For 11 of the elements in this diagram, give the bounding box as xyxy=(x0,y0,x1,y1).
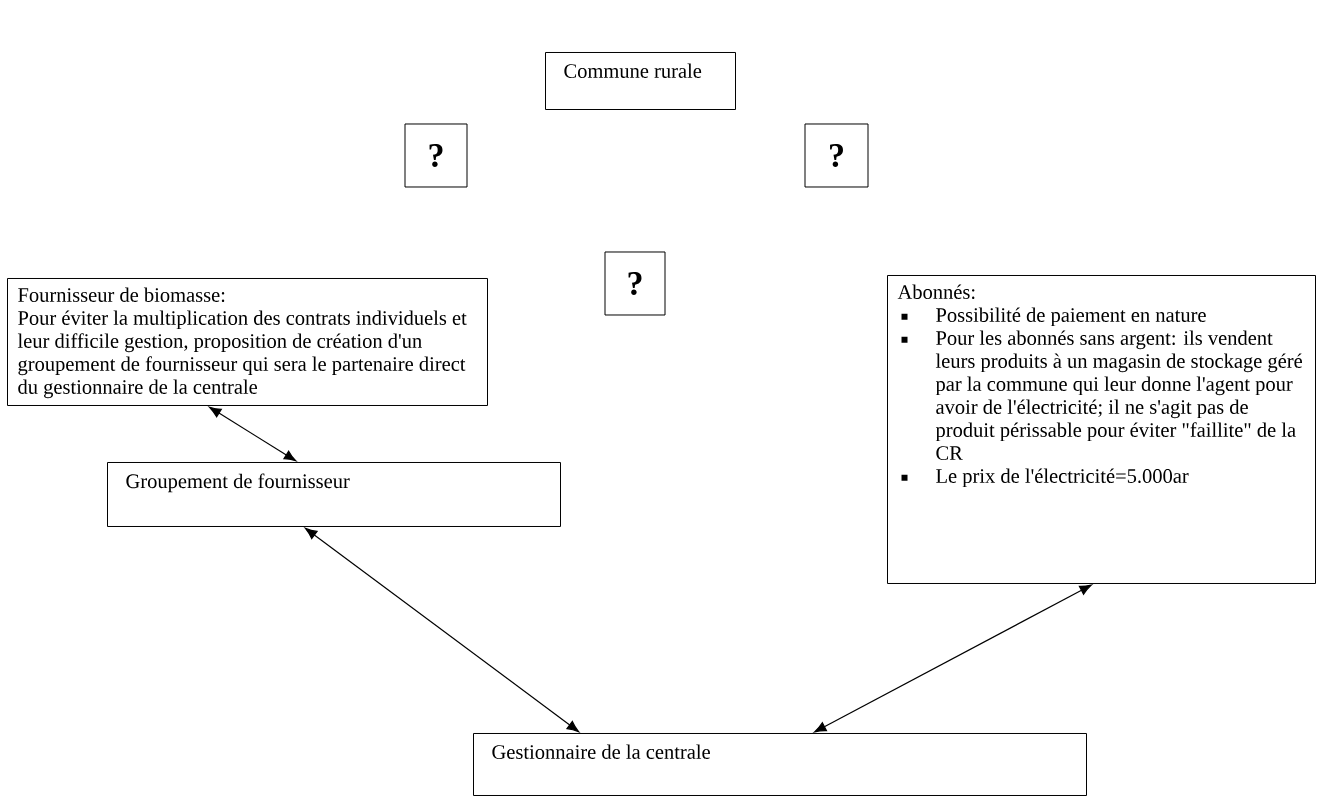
question-box: ? xyxy=(604,251,666,316)
question-box: ? xyxy=(404,123,468,188)
process-box: Groupement de fournisseur xyxy=(107,462,561,527)
process-box: Gestionnaire de la centrale xyxy=(473,733,1087,796)
question-box: ? xyxy=(804,123,869,188)
arrow xyxy=(814,584,1092,733)
arrow xyxy=(209,406,297,462)
arrow xyxy=(304,527,580,733)
description-box: Abonnés: Possibilité de paiement en nature Pour les abonnés sans argent: ils vendent leurs produits à un magasin de stockage géré par la commune qui leur donne l'agent pour avoir de l'électricité; il ne s'agit pas de produit périssable pour éviter "faillite" de la CR Le prix de l'électricité=5.000ar xyxy=(887,275,1316,584)
description-box: Fournisseur de biomasse: Pour éviter la multiplication des contrats individuels et leur difficile gestion, proposition de création d'un groupement de fournisseur qui sera le partenaire direct du gestionnaire de la centrale xyxy=(7,278,488,406)
process-box: Commune rurale xyxy=(545,52,736,110)
